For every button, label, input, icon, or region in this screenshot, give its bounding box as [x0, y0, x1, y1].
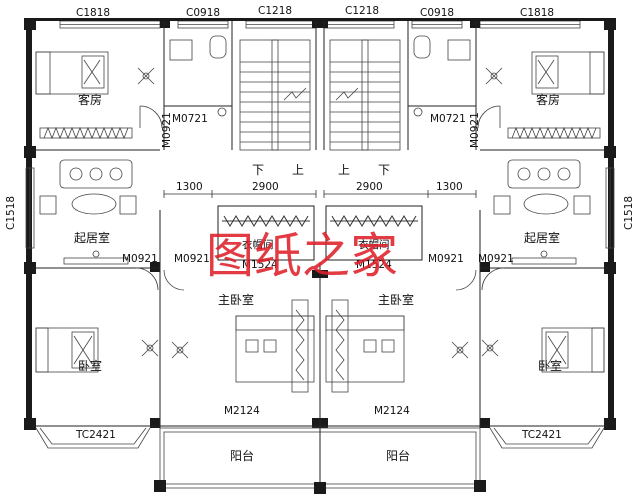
- bed-bedroom-left: [35, 327, 99, 373]
- room-master-left: 主卧室: [218, 292, 254, 307]
- balcony: [154, 427, 486, 494]
- room-closet-right: 衣帽间: [358, 238, 390, 251]
- dimension-lines: [163, 190, 477, 198]
- window-label-side-right: C1518: [623, 196, 635, 230]
- dim-left-1300: 1300: [176, 181, 203, 193]
- light-fixtures: [92, 67, 548, 359]
- room-master-right: 主卧室: [378, 292, 414, 307]
- window-label-bay-left: TC2421: [75, 429, 116, 441]
- room-balcony-right: 阳台: [386, 448, 410, 463]
- stair-left-down: 下: [252, 163, 264, 177]
- door-label-bath-left: M0721: [172, 113, 208, 125]
- sofa-right: [493, 159, 591, 265]
- stair-right-up: 上: [338, 163, 350, 177]
- bed-guest-right: [531, 51, 605, 95]
- room-bedroom-right: 卧室: [538, 358, 562, 373]
- dim-left-2900: 2900: [252, 181, 279, 193]
- door-label-bath-right-v: M0921: [469, 112, 481, 148]
- door-swings: [135, 105, 505, 291]
- interior-walls: [32, 21, 608, 428]
- window-label-side-left: C1518: [5, 196, 17, 230]
- window-label-top-right-c0918: C0918: [420, 7, 454, 19]
- door-label-living-left: M0921: [122, 253, 158, 265]
- bed-guest-left: [35, 51, 109, 95]
- room-guest-left: 客房: [78, 92, 102, 107]
- bed-bedroom-right: [541, 327, 605, 373]
- room-bedroom-left: 卧室: [78, 358, 102, 373]
- stair-left-up: 上: [292, 163, 304, 177]
- window-label-top-left: C1818: [76, 7, 110, 19]
- stair-right-down: 下: [378, 163, 390, 177]
- door-label-living-right: M0921: [478, 253, 514, 265]
- side-windows: [25, 167, 615, 249]
- dim-right-1300: 1300: [436, 181, 463, 193]
- door-label-balcony-left: M2124: [224, 405, 260, 417]
- bay-windows: [35, 427, 605, 449]
- window-label-top-right: C1818: [520, 7, 554, 19]
- bed-master-right: [325, 299, 405, 393]
- exterior-walls: [24, 18, 616, 430]
- door-label-bath-right: M0721: [430, 113, 466, 125]
- door-label-master-left: M0921: [174, 253, 210, 265]
- sofa-left: [39, 159, 137, 265]
- watermark: 图纸之家: [206, 228, 398, 284]
- door-label-closet-right: M1524: [356, 259, 392, 271]
- room-balcony-left: 阳台: [230, 448, 254, 463]
- window-label-top-mid-left: C1218: [258, 5, 292, 17]
- window-label-top-left-c0918: C0918: [186, 7, 220, 19]
- window-label-bay-right: TC2421: [521, 429, 562, 441]
- wardrobes: [39, 126, 601, 140]
- bed-master-left: [235, 299, 315, 393]
- bathroom-fixtures: [169, 35, 471, 117]
- door-label-master-right: M0921: [428, 253, 464, 265]
- room-closet-left: 衣帽间: [242, 238, 274, 251]
- room-guest-right: 客房: [536, 92, 560, 107]
- door-label-closet-left: M1524: [242, 259, 278, 271]
- window-label-top-mid-right: C1218: [345, 5, 379, 17]
- room-living-left: 起居室: [74, 230, 110, 245]
- stairs: [239, 39, 401, 151]
- closet-rails: [222, 215, 418, 227]
- room-living-right: 起居室: [524, 230, 560, 245]
- door-label-bath-left-v: M0921: [161, 112, 173, 148]
- dim-right-2900: 2900: [356, 181, 383, 193]
- door-label-balcony-right: M2124: [374, 405, 410, 417]
